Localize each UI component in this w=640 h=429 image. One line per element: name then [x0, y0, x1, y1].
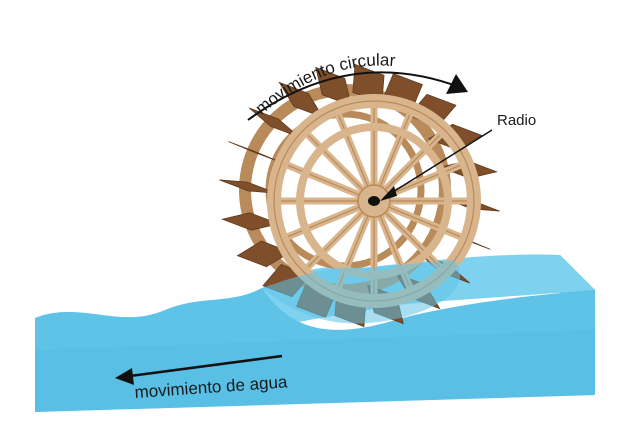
water-front-shade [35, 330, 595, 412]
wheel-paddle [219, 179, 277, 194]
water-overlay [262, 260, 461, 324]
wheel-hub-dot [368, 196, 380, 206]
water-flow-arrow [129, 354, 283, 378]
radius-pointer-head [380, 186, 397, 201]
radius-pointer [384, 129, 493, 198]
wheel-paddle [228, 141, 284, 164]
radius-label: Radio [497, 112, 536, 129]
rotation-arrowhead [446, 74, 468, 94]
water-flow-arrowhead [115, 368, 134, 385]
rotation-arrow [247, 71, 463, 121]
